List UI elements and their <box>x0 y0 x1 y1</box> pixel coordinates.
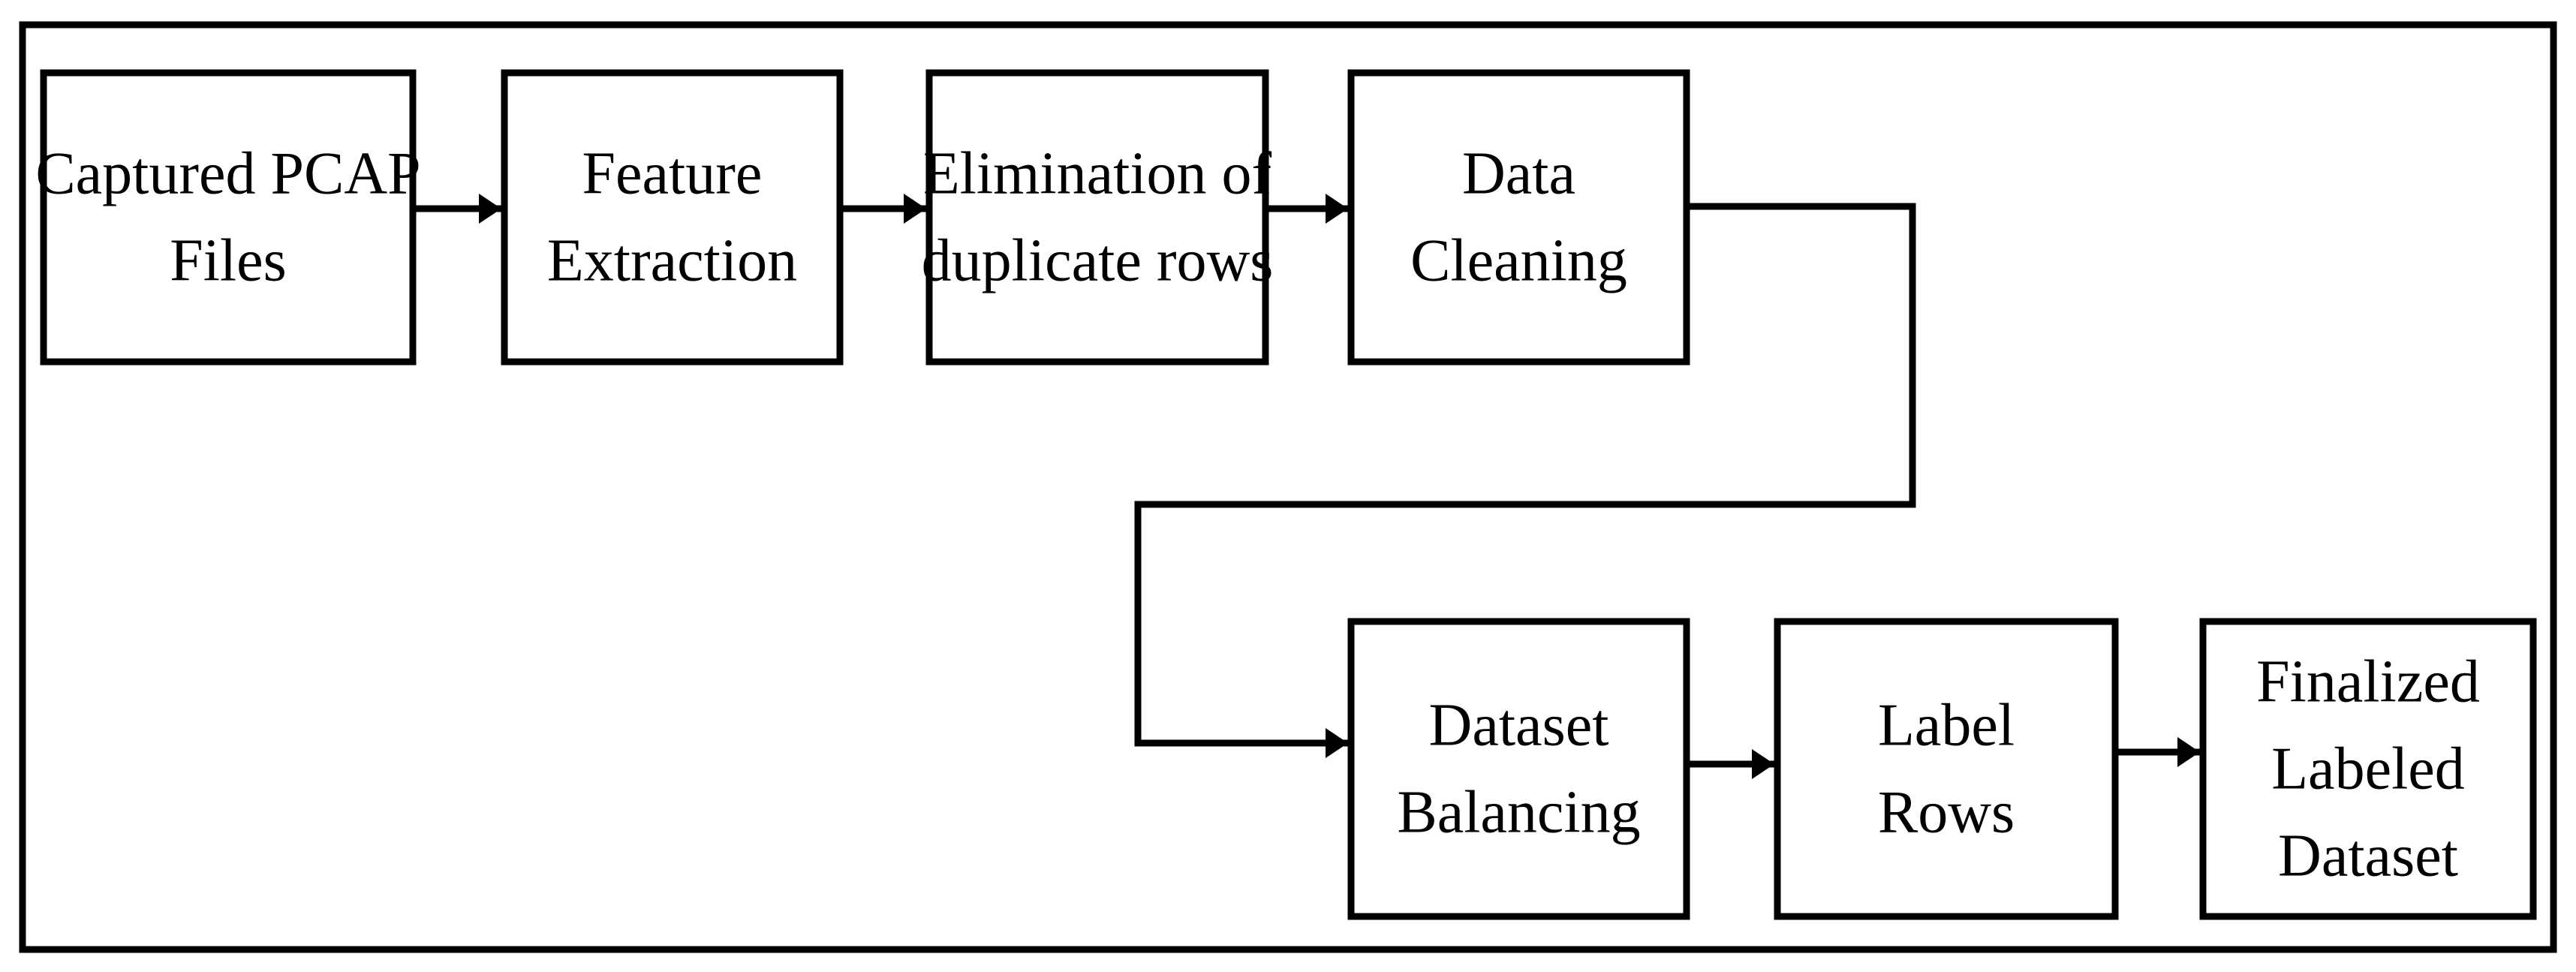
step-box <box>2199 618 2537 920</box>
step-elimination-duplicates: Elimination of duplicate rows <box>922 69 1274 366</box>
connectors <box>416 194 2200 779</box>
step-label: Dataset <box>1429 693 1609 759</box>
step-label: Captured PCAP <box>35 141 420 207</box>
arrow-data-cleaning-to-dataset-balancing-arrowhead <box>1326 728 1348 758</box>
step-box <box>1347 69 1690 366</box>
step-label: Rows <box>1878 780 2015 846</box>
step-label: Dataset <box>2278 823 2458 889</box>
step-label: Files <box>170 228 287 294</box>
step-label: Labeled <box>2271 736 2465 802</box>
step-box <box>925 69 1269 366</box>
arrow-data-cleaning-to-dataset-balancing <box>1134 203 1916 747</box>
arrow-elimination-duplicates-to-data-cleaning-arrowhead <box>1326 194 1348 224</box>
step-label: duplicate rows <box>922 228 1274 294</box>
step-label: Elimination of <box>923 141 1272 207</box>
step-box <box>1774 618 2119 920</box>
step-label: Feature <box>582 141 763 207</box>
arrow-captured-pcap-to-feature-extraction-arrowhead <box>479 194 501 224</box>
step-label: Data <box>1462 141 1575 207</box>
arrow-label-rows-to-finalized-dataset-arrowhead <box>2177 737 2200 767</box>
step-label: Finalized <box>2256 649 2480 715</box>
step-captured-pcap: Captured PCAP Files <box>35 69 421 366</box>
step-label: Label <box>1878 693 2015 759</box>
step-box <box>40 69 417 366</box>
arrow-dataset-balancing-to-label-rows-arrowhead <box>1752 749 1774 779</box>
step-label: Cleaning <box>1410 228 1627 294</box>
arrow-feature-extraction-to-elimination-duplicates-arrowhead <box>904 194 926 224</box>
step-box <box>501 69 844 366</box>
step-label: Balancing <box>1397 780 1640 846</box>
step-box <box>1347 618 1690 920</box>
outer-frame <box>19 21 2557 953</box>
step-label: Extraction <box>547 228 797 294</box>
